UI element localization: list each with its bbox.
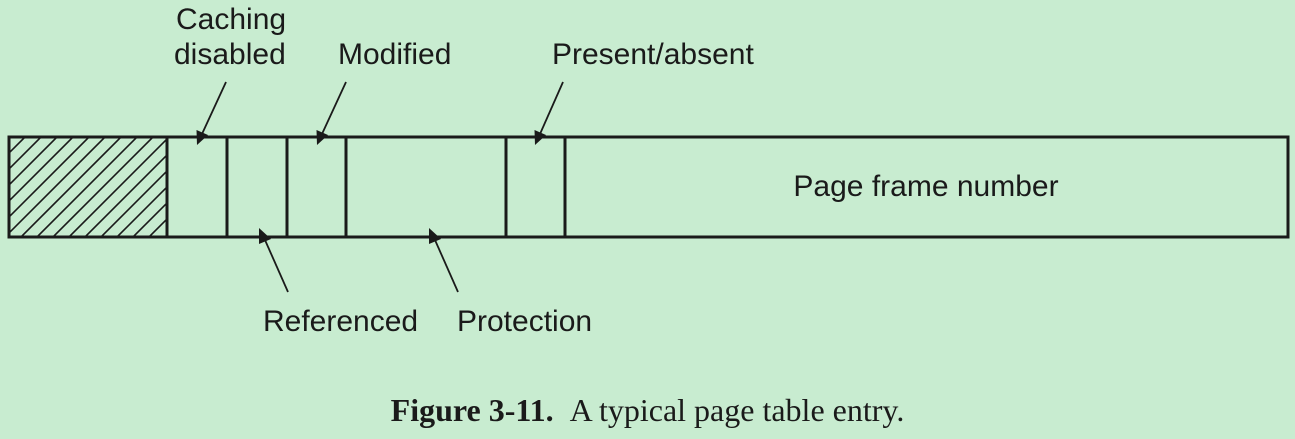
page-frame-number-label: Page frame number <box>793 170 1058 203</box>
modified-label: Modified <box>338 38 451 71</box>
caching-disabled-label-line2: disabled <box>174 38 286 71</box>
figure-caption-text: A typical page table entry. <box>569 392 905 428</box>
hatch-line <box>9 137 58 187</box>
caching-disabled-arrow <box>196 81 227 145</box>
hatch-line <box>9 137 106 235</box>
protection-arrow <box>429 228 459 293</box>
entry-outline <box>7 135 1290 239</box>
hatch-line <box>52 137 154 237</box>
referenced-arrow <box>259 228 289 293</box>
hatch-line <box>84 153 167 237</box>
hatch-line <box>100 169 167 237</box>
hatch-line <box>132 201 167 237</box>
referenced-label: Referenced <box>263 305 418 338</box>
figure-number: Figure 3-11. <box>390 392 554 428</box>
hatch-line <box>181 137 281 237</box>
page-table-entry-diagram: Caching disabled Modified Present/absent… <box>7 3 1290 338</box>
present-absent-label: Present/absent <box>552 38 754 71</box>
hatch-line <box>9 137 74 203</box>
protection-label: Protection <box>457 305 592 338</box>
modified-arrow <box>316 81 347 145</box>
hatch-line <box>36 137 138 237</box>
hatch-line <box>116 185 167 237</box>
hatch-line <box>164 233 167 237</box>
caching-disabled-label-line1: Caching <box>176 3 286 36</box>
hatch-line <box>68 137 167 237</box>
hatch-line <box>148 217 167 237</box>
hatch-line <box>9 137 26 155</box>
present-absent-arrow <box>534 81 564 145</box>
hatch-line <box>20 137 122 237</box>
hatch-line <box>9 137 42 171</box>
hatch-line <box>9 137 90 219</box>
figure-caption: Figure 3-11. A typical page table entry. <box>0 392 1295 429</box>
unused-hatched-field <box>9 137 281 237</box>
